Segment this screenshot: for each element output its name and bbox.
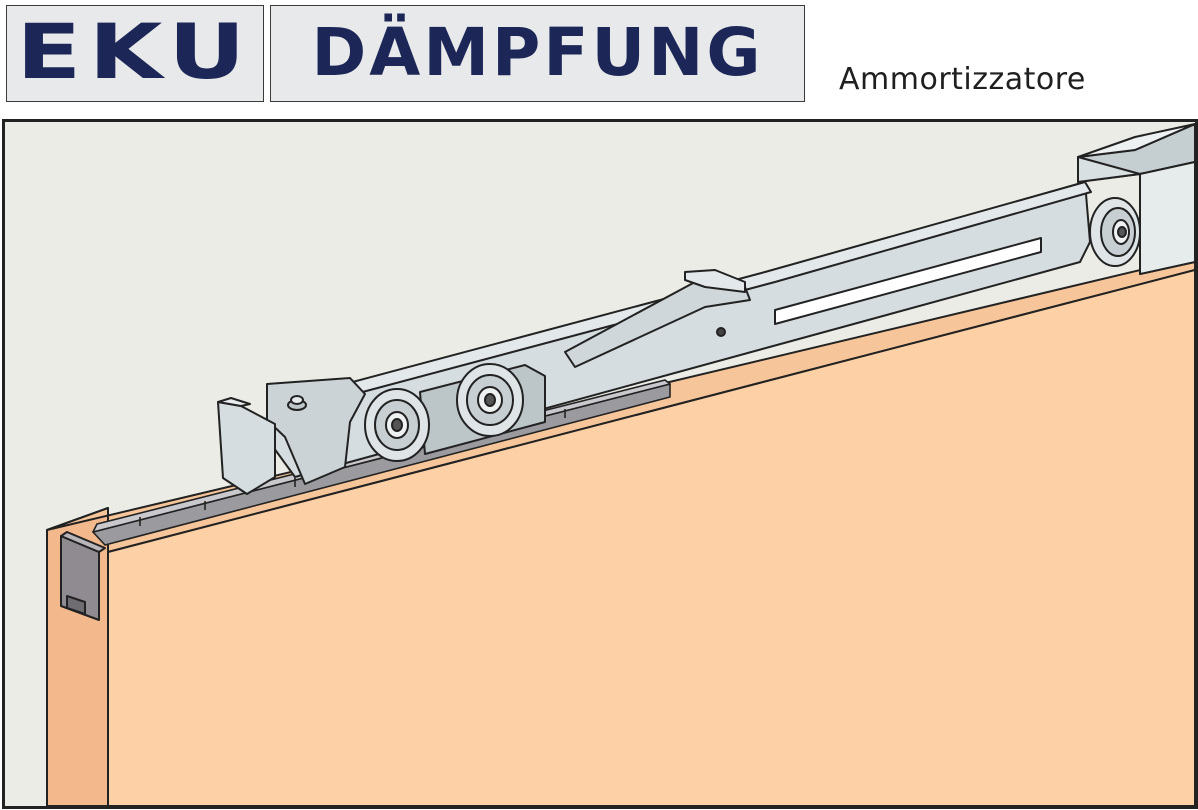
roller-wheel-center: [456, 363, 524, 437]
logo-panel: EKU: [6, 5, 264, 102]
page-title: DÄMPFUNG: [311, 13, 764, 91]
logo-icon: EKU: [16, 6, 254, 96]
damper-drawing: [5, 122, 1195, 806]
page-subtitle: Ammortizzatore: [839, 62, 1086, 97]
end-stop-icon: [60, 531, 106, 621]
roller-wheel-right: [1089, 197, 1141, 267]
technical-illustration: [2, 119, 1198, 809]
roller-wheel-icon: [364, 197, 1141, 462]
damper-slot: [774, 237, 1042, 325]
top-rail-profile: [1077, 123, 1195, 275]
roller-wheel-left: [364, 388, 430, 462]
title-panel: DÄMPFUNG: [270, 5, 805, 102]
